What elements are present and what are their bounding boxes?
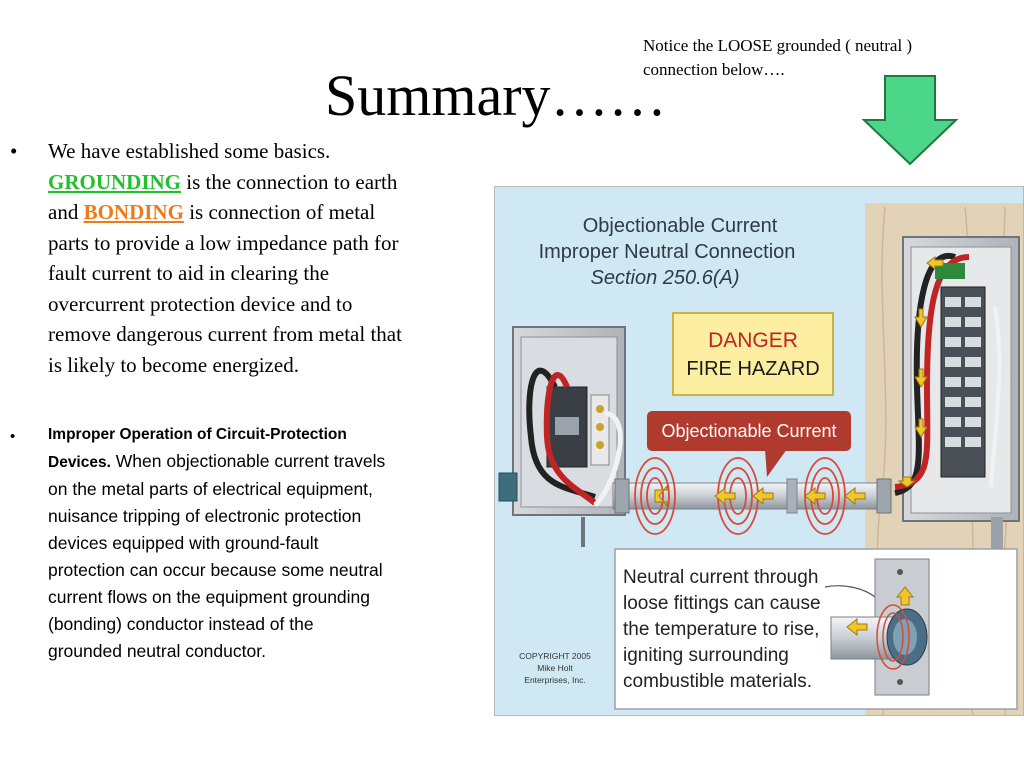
copyright-line-2: Mike Holt — [537, 663, 573, 673]
inset-line-3: the temperature to rise, — [623, 619, 819, 640]
basics-line-3-rest: is connection of metal — [183, 200, 376, 224]
inset-box — [614, 548, 1018, 710]
improper-line-4: nuisance tripping of electronic protecti… — [48, 506, 362, 526]
note-line-1: Notice the LOOSE grounded ( neutral ) — [643, 36, 913, 55]
basics-line-6: overcurrent protection device and to — [48, 291, 353, 316]
basics-line-8: is likely to become energized. — [48, 352, 299, 377]
down-arrow-icon — [861, 75, 959, 166]
improper-heading-2: Devices. — [48, 454, 111, 471]
improper-heading-1: Improper Operation of Circuit-Protection — [48, 426, 347, 443]
figure-illustration: Objectionable Current Improper Neutral C… — [495, 187, 1023, 715]
improper-line-6: protection can occur because some neutra… — [48, 560, 383, 580]
loose-fitting-illustration — [824, 558, 930, 696]
improper-line-9: grounded neutral conductor. — [48, 641, 266, 661]
current-arrows — [654, 484, 866, 508]
basics-line-5: fault current to aid in clearing the — [48, 261, 330, 285]
callout-label: Objectionable Current — [661, 421, 836, 441]
improper-line-5: devices equipped with ground-fault — [48, 533, 319, 553]
inset-line-2: loose fittings can cause — [623, 593, 821, 614]
slide-title: Summary…… — [325, 63, 667, 128]
bullet-mark: • — [10, 139, 18, 163]
disconnect-box — [498, 326, 626, 547]
objectionable-current-figure: Objectionable Current Improper Neutral C… — [494, 186, 1024, 716]
basics-line-2: GROUNDING is the connection to earth — [48, 167, 488, 198]
inset-line-4: igniting surrounding — [623, 645, 789, 666]
basics-line-4: parts to provide a low impedance path fo… — [48, 230, 399, 255]
fire-hazard-label: FIRE HAZARD — [686, 358, 819, 380]
improper-line-2: Devices. When objectionable current trav… — [48, 448, 490, 476]
danger-label: DANGER — [708, 329, 798, 352]
improper-line-7: current flows on the equipment grounding — [48, 587, 371, 607]
inset-line-5: combustible materials. — [623, 671, 812, 692]
copyright-line-3: Enterprises, Inc. — [524, 675, 585, 685]
basics-line-2-rest: is the connection to earth — [181, 169, 398, 194]
figure-title-1: Objectionable Current — [583, 215, 778, 237]
improper-line-3: on the metal parts of electrical equipme… — [48, 479, 373, 499]
copyright-line-1: COPYRIGHT 2005 — [519, 651, 591, 661]
grounding-term: GROUNDING — [48, 169, 182, 194]
basics-line-3-pre: and — [48, 200, 84, 224]
improper-line-8: (bonding) conductor instead of the — [48, 614, 314, 634]
objectionable-current-callout — [647, 411, 851, 451]
danger-box — [672, 312, 834, 396]
basics-line-1: We have established some basics. — [48, 139, 331, 163]
figure-title-2: Improper Neutral Connection — [539, 241, 796, 263]
basics-line-7: remove dangerous current from metal that — [48, 322, 402, 346]
inset-line-1: Neutral current through — [623, 567, 818, 588]
basics-line-3: and BONDING is connection of metal — [48, 197, 488, 228]
figure-title-3: Section 250.6(A) — [591, 267, 740, 289]
note-line-2: connection below…. — [643, 60, 785, 79]
improper-line-2-rest: When objectionable current travels — [110, 451, 386, 471]
bullet-mark: • — [10, 428, 16, 445]
loose-neutral-note: Notice the LOOSE grounded ( neutral ) co… — [643, 34, 1013, 82]
bonding-term: BONDING — [83, 200, 184, 224]
